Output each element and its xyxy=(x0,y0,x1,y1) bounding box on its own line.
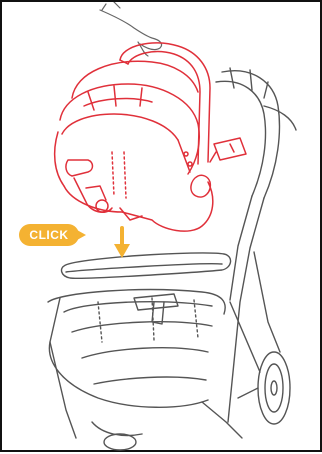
stroller-illustration xyxy=(48,68,296,450)
down-arrow-icon xyxy=(114,228,130,258)
click-callout: CLICK xyxy=(19,224,79,246)
car-seat-illustration xyxy=(55,43,246,231)
